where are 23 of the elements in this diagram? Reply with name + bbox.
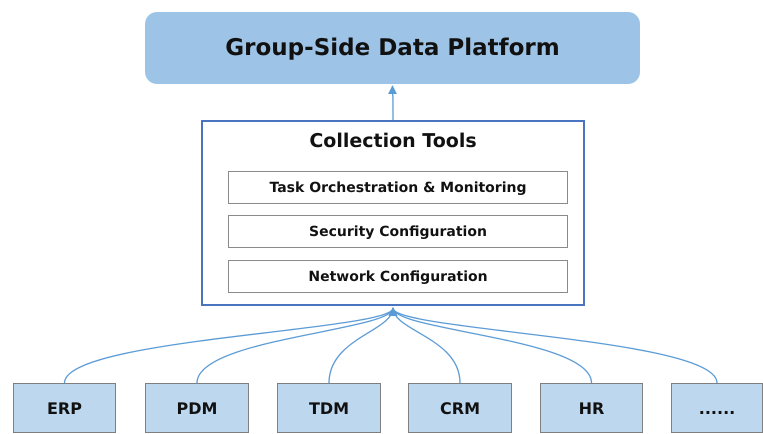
box-label: Security Configuration [309,224,487,240]
box-label: ...... [698,398,736,418]
function-box [228,171,568,204]
box-label: HR [578,398,604,418]
box-label: Task Orchestration & Monitoring [269,180,526,196]
box-label: CRM [440,398,480,418]
box-label: ERP [47,398,82,418]
system-box [408,383,512,433]
function-box [228,215,568,248]
container-box [201,120,585,306]
function-box [228,260,568,293]
system-box [540,383,643,433]
box-label: Network Configuration [308,268,488,284]
system-box [145,383,249,433]
platform-box [145,12,640,84]
box-heading: Collection Tools [309,130,477,152]
arrow [388,85,398,120]
box-label: Group-Side Data Platform [225,35,560,61]
box-label: TDM [308,398,350,418]
system-box [277,383,381,433]
box-label: PDM [176,398,218,418]
system-box [671,383,763,433]
system-box [13,383,116,433]
